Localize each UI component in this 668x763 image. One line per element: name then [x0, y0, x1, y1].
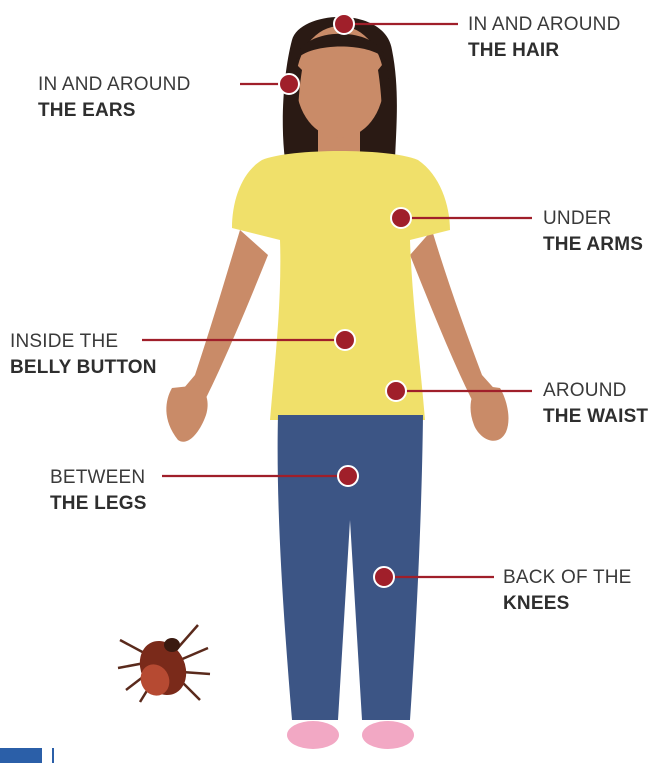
callout-knees-line2: KNEES: [503, 591, 632, 617]
callout-knees: BACK OF THE KNEES: [503, 565, 632, 617]
marker-ears: [279, 74, 299, 94]
right-shoe: [362, 721, 414, 749]
callout-legs-line1: BETWEEN: [50, 465, 147, 491]
callout-legs: BETWEEN THE LEGS: [50, 465, 147, 517]
left-arm: [178, 230, 268, 400]
callout-belly-line1: INSIDE THE: [10, 329, 157, 355]
callout-waist-line2: THE WAIST: [543, 404, 648, 430]
left-hand: [166, 385, 207, 442]
logo-icon: [0, 748, 54, 763]
callout-arms-line1: UNDER: [543, 206, 643, 232]
callout-waist: AROUND THE WAIST: [543, 378, 648, 430]
shirt: [232, 151, 450, 420]
callout-waist-line1: AROUND: [543, 378, 648, 404]
callout-hair-line2: THE HAIR: [468, 38, 621, 64]
marker-arms: [391, 208, 411, 228]
callout-belly: INSIDE THE BELLY BUTTON: [10, 329, 157, 381]
callout-ears-line1: IN AND AROUND: [38, 72, 191, 98]
callout-legs-line2: THE LEGS: [50, 491, 147, 517]
callout-hair: IN AND AROUND THE HAIR: [468, 12, 621, 64]
callout-hair-line1: IN AND AROUND: [468, 12, 621, 38]
callout-knees-line1: BACK OF THE: [503, 565, 632, 591]
right-hand: [471, 385, 509, 441]
right-arm: [410, 230, 500, 400]
callout-arms-line2: THE ARMS: [543, 232, 643, 258]
left-shoe: [287, 721, 339, 749]
marker-legs: [338, 466, 358, 486]
marker-hair: [334, 14, 354, 34]
tick-icon: [118, 625, 210, 703]
marker-knees: [374, 567, 394, 587]
marker-waist: [386, 381, 406, 401]
marker-belly: [335, 330, 355, 350]
callout-ears-line2: THE EARS: [38, 98, 191, 124]
callout-arms: UNDER THE ARMS: [543, 206, 643, 258]
callout-belly-line2: BELLY BUTTON: [10, 355, 157, 381]
callout-ears: IN AND AROUND THE EARS: [38, 72, 191, 124]
jeans: [278, 415, 423, 720]
